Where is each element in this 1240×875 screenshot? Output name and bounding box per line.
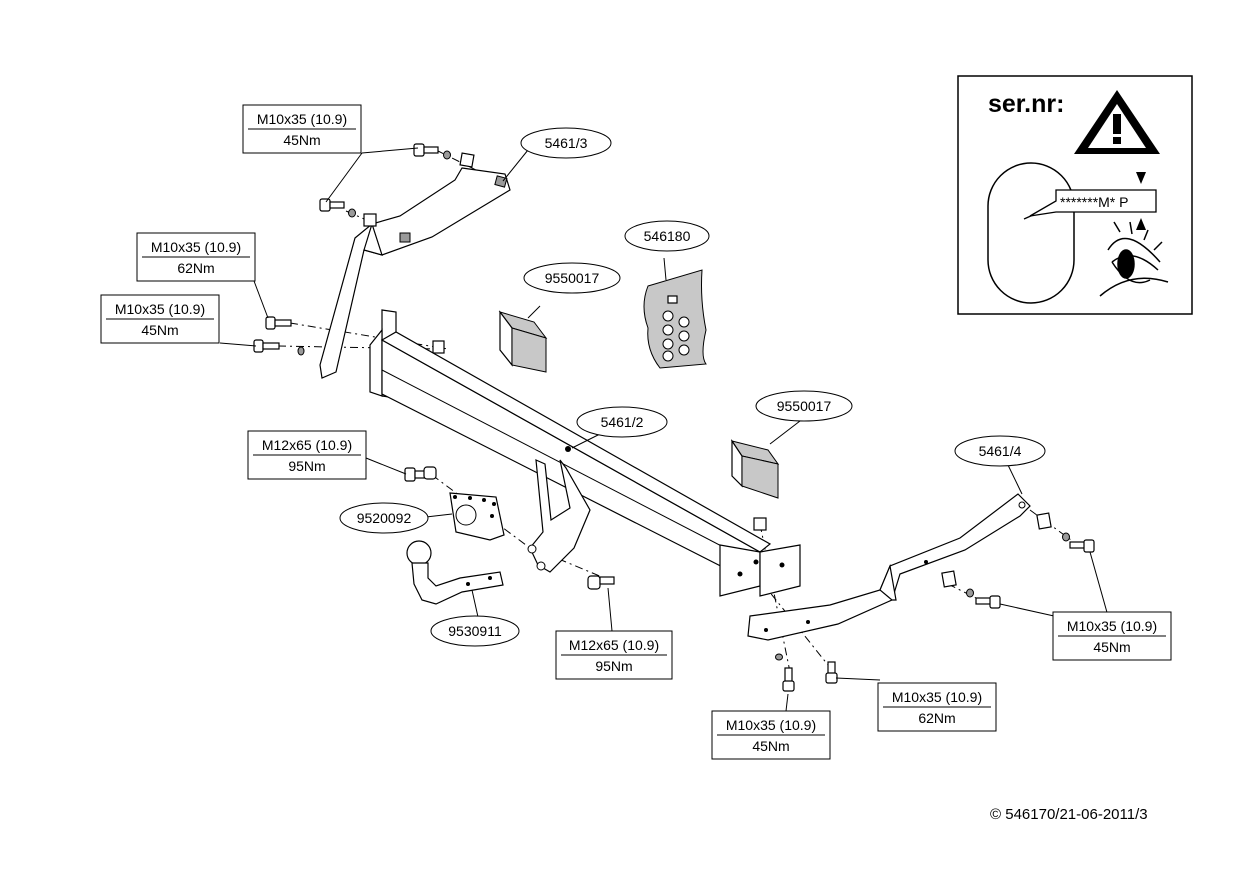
bolt-spec-ball-lower: M12x65 (10.9) 95Nm: [555, 630, 673, 680]
svg-text:9520092: 9520092: [357, 510, 412, 526]
bolt-spec-left-lower: M10x35 (10.9) 45Nm: [100, 294, 220, 344]
tow-ball-9530911: [406, 540, 504, 605]
bolt-spec-ball-upper: M12x65 (10.9) 95Nm: [247, 430, 367, 480]
eye-icon: [1099, 221, 1169, 297]
svg-text:M10x35 (10.9): M10x35 (10.9): [151, 239, 241, 255]
bolt-right-bottom-b: [825, 661, 838, 684]
warning-triangle-icon: [1074, 90, 1160, 154]
bolt-spec-right-bottom-62: M10x35 (10.9) 62Nm: [877, 682, 997, 732]
svg-text:M10x35 (10.9): M10x35 (10.9): [1067, 618, 1157, 634]
svg-text:5461/2: 5461/2: [601, 414, 644, 430]
part-label-ball-plate: 9520092: [339, 502, 429, 534]
svg-text:M10x35 (10.9): M10x35 (10.9): [892, 689, 982, 705]
part-label-right-bracket: 5461/4: [954, 435, 1046, 467]
bolt-ball-lower: [587, 575, 615, 590]
bolt-spec-right-bottom-45: M10x35 (10.9) 45Nm: [711, 710, 831, 760]
part-label-left-bracket: 5461/3: [520, 127, 612, 159]
svg-text:62Nm: 62Nm: [918, 710, 955, 726]
svg-text:5461/3: 5461/3: [545, 135, 588, 151]
crossbar-5461-2: [369, 309, 801, 597]
electrics-block-right: [730, 439, 780, 499]
serial-title: ser.nr:: [988, 90, 1064, 118]
svg-text:95Nm: 95Nm: [595, 658, 632, 674]
ball-plate-9520092: [449, 492, 505, 541]
svg-text:9550017: 9550017: [777, 398, 832, 414]
bolt-ball-upper: [404, 466, 437, 482]
svg-text:M12x65 (10.9): M12x65 (10.9): [262, 437, 352, 453]
bolt-spec-left-upper: M10x35 (10.9) 62Nm: [136, 232, 256, 282]
leader-lines: [219, 147, 1109, 712]
bolt-top-left: [413, 143, 475, 168]
part-label-tow-ball: 9530911: [430, 615, 520, 647]
part-label-electrics-right: 9550017: [755, 390, 853, 422]
bolt-left-lower-a: [265, 316, 292, 330]
left-bracket-5461-3: [319, 167, 511, 379]
svg-text:45Nm: 45Nm: [141, 322, 178, 338]
copyright-footer: © 546170/21-06-2011/3: [990, 806, 1148, 823]
bolt-spec-right-side: M10x35 (10.9) 45Nm: [1052, 611, 1172, 661]
bolt-right-upper: [1036, 512, 1095, 553]
svg-text:M10x35 (10.9): M10x35 (10.9): [257, 111, 347, 127]
serial-plate-text: *******M* P: [1060, 194, 1128, 210]
svg-text:9550017: 9550017: [545, 270, 600, 286]
svg-text:45Nm: 45Nm: [283, 132, 320, 148]
nut-left: [432, 340, 445, 354]
bolt-left-lower-b: [253, 339, 305, 356]
bolt-right-bottom-a: [775, 653, 795, 692]
electrics-block-left: [498, 310, 548, 373]
svg-text:M12x65 (10.9): M12x65 (10.9): [569, 637, 659, 653]
part-label-bolt-bag: 546180: [624, 220, 710, 252]
bolt-bag-546180: [643, 269, 707, 369]
right-bracket-5461-4: [747, 493, 1031, 641]
svg-text:M10x35 (10.9): M10x35 (10.9): [115, 301, 205, 317]
arrow-up-icon: [1136, 218, 1146, 230]
svg-text:9530911: 9530911: [448, 623, 502, 639]
svg-text:546180: 546180: [644, 228, 691, 244]
serial-number-panel: ser.nr: *******M* P: [957, 75, 1193, 315]
bolt-right-lower: [941, 570, 1001, 609]
svg-text:95Nm: 95Nm: [288, 458, 325, 474]
serial-plate: [1029, 189, 1157, 217]
svg-text:M10x35 (10.9): M10x35 (10.9): [726, 717, 816, 733]
arrow-down-icon: [1136, 172, 1146, 184]
part-label-crossbar: 5461/2: [576, 406, 668, 438]
svg-text:45Nm: 45Nm: [752, 738, 789, 754]
nut-right: [753, 517, 767, 531]
svg-text:45Nm: 45Nm: [1093, 639, 1130, 655]
svg-text:5461/4: 5461/4: [979, 443, 1022, 459]
bolt-spec-top-left: M10x35 (10.9) 45Nm: [242, 104, 362, 154]
copyright-symbol: ©: [990, 806, 1002, 823]
bolt-left-mid: [319, 198, 377, 227]
copyright-text: 546170/21-06-2011/3: [1005, 806, 1148, 823]
part-label-electrics-left: 9550017: [523, 262, 621, 294]
svg-text:62Nm: 62Nm: [177, 260, 214, 276]
towbar-outline: [987, 162, 1075, 304]
